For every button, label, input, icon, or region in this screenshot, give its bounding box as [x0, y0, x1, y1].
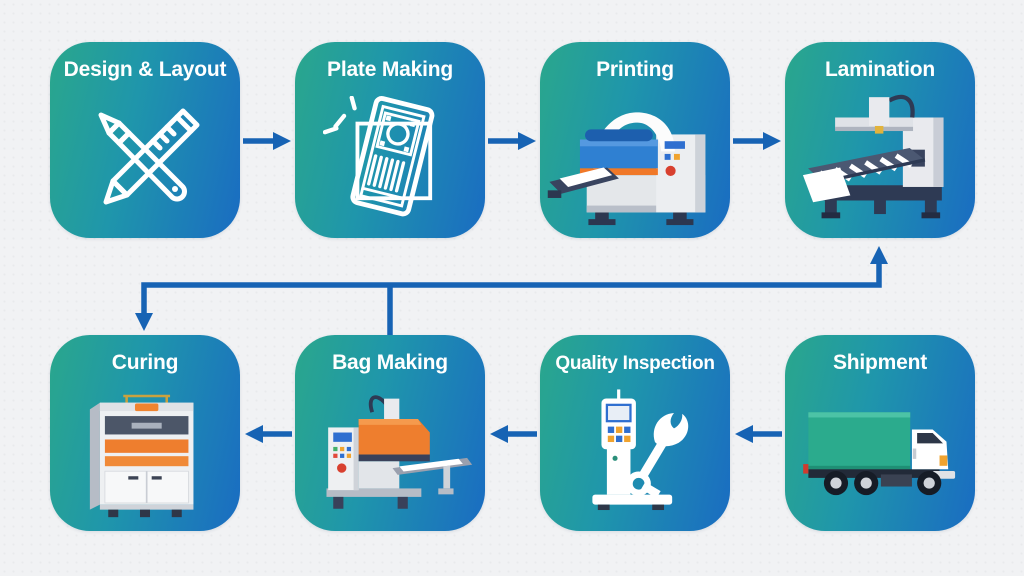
step-label: Quality Inspection: [555, 353, 715, 374]
pencil-and-brush-icon: [50, 86, 240, 232]
arrow-plate-to-printing: [488, 132, 536, 150]
arrow-design-to-plate: [243, 132, 291, 150]
step-design-layout: Design & Layout: [50, 42, 240, 238]
step-label: Curing: [111, 351, 179, 374]
step-bag-making: Bag Making: [295, 335, 485, 531]
step-printing: Printing: [540, 42, 730, 238]
step-quality-inspection: Quality Inspection: [540, 335, 730, 531]
step-curing: Curing: [50, 335, 240, 531]
step-lamination: Lamination: [785, 42, 975, 238]
step-label: Design & Layout: [63, 58, 227, 81]
arrow-inspection-to-bagmaking: [490, 425, 537, 443]
connector-lamination-curing: [135, 246, 888, 336]
truck-icon: [785, 379, 975, 525]
printing-press-icon: [540, 86, 730, 232]
arrow-bagmaking-to-curing: [245, 425, 292, 443]
arrow-printing-to-lamination: [733, 132, 781, 150]
bag-making-machine-icon: [295, 379, 485, 525]
step-label: Shipment: [832, 351, 928, 374]
step-label: Lamination: [824, 58, 935, 81]
step-label: Plate Making: [327, 58, 453, 81]
curing-oven-icon: [50, 379, 240, 525]
step-label: Bag Making: [332, 351, 448, 374]
step-plate-making: Plate Making: [295, 42, 485, 238]
step-shipment: Shipment: [785, 335, 975, 531]
lamination-machine-icon: [785, 86, 975, 232]
arrow-shipment-to-inspection: [735, 425, 782, 443]
printing-plate-icon: [295, 86, 485, 232]
step-label: Printing: [596, 58, 674, 81]
inspection-robot-arm-icon: [540, 379, 730, 525]
